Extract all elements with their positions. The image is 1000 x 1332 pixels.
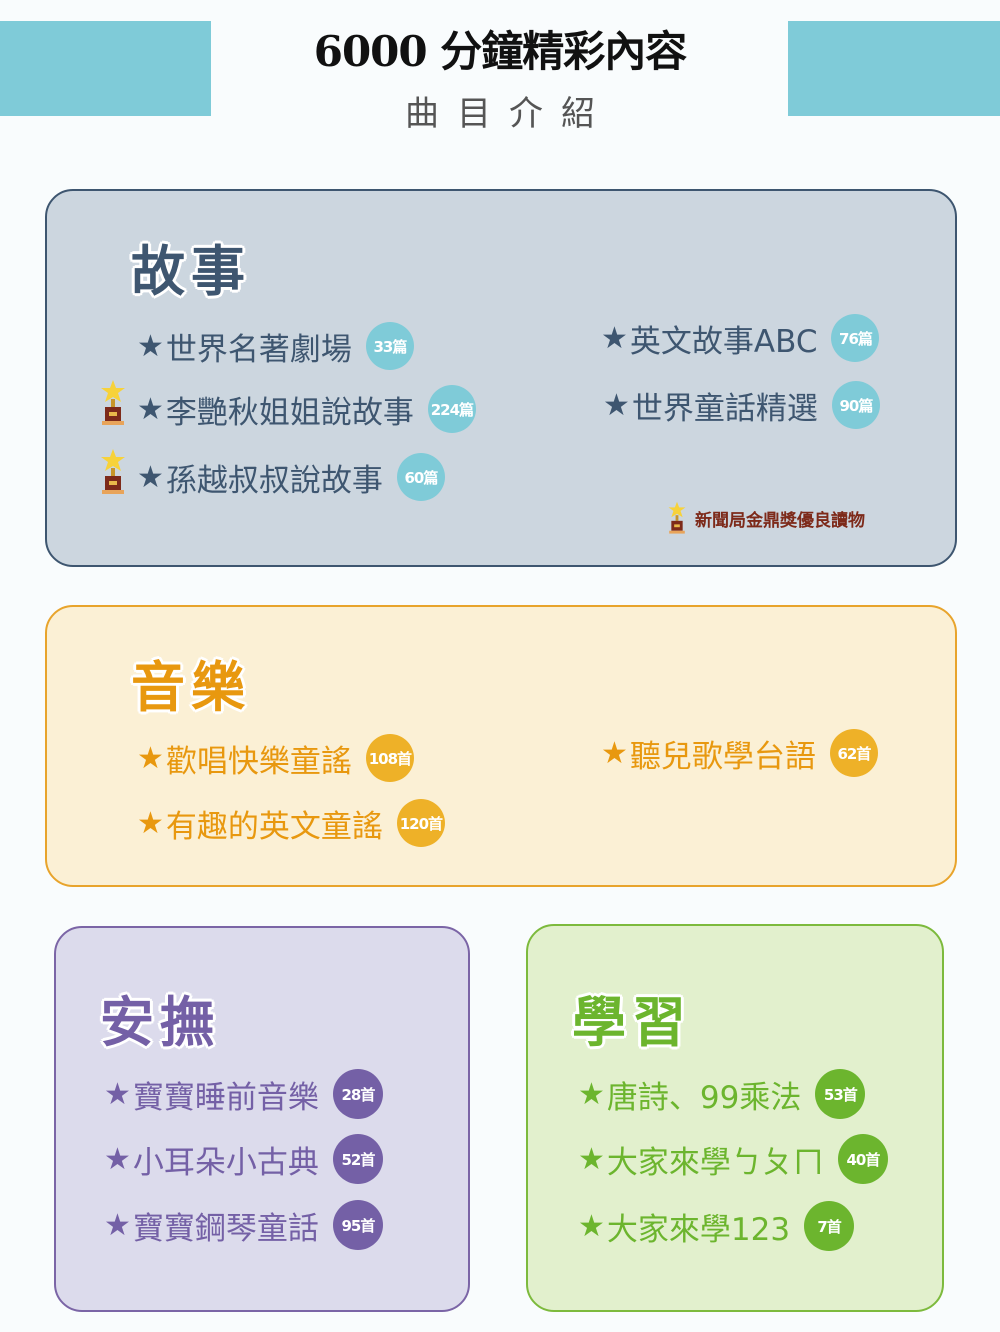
star-icon: ★ bbox=[137, 459, 164, 495]
star-icon: ★ bbox=[578, 1076, 605, 1112]
list-item: ★ 聽兒歌學台語 62首 bbox=[601, 729, 878, 777]
star-icon: ★ bbox=[104, 1141, 131, 1177]
item-label: 歡唱快樂童謠 bbox=[165, 743, 352, 780]
trophy-icon bbox=[101, 449, 125, 494]
list-item: ★ 寶寶睡前音樂 28首 bbox=[104, 1069, 383, 1119]
count-badge: 33篇 bbox=[365, 322, 414, 370]
item-label: 寶寶鋼琴童話 bbox=[132, 1210, 319, 1247]
item-label: 有趣的英文童謠 bbox=[165, 808, 383, 845]
count-badge: 108首 bbox=[365, 734, 414, 782]
item-label: 英文故事ABC bbox=[629, 323, 818, 360]
item-label: 李艷秋姐姐說故事 bbox=[165, 394, 414, 431]
list-item: ★ 寶寶鋼琴童話 95首 bbox=[104, 1200, 383, 1250]
award-note: 新聞局金鼎獎優良讀物 bbox=[667, 501, 865, 535]
list-item: ★ 世界名著劇場 33篇 bbox=[137, 322, 414, 370]
item-label: 聽兒歌學台語 bbox=[629, 738, 816, 775]
section-title: 安撫 bbox=[100, 991, 220, 1054]
list-item: ★ 孫越叔叔說故事 60篇 bbox=[137, 453, 445, 501]
item-label: 小耳朵小古典 bbox=[132, 1144, 319, 1181]
list-item: ★ 李艷秋姐姐說故事 224篇 bbox=[137, 385, 476, 433]
page-subtitle: 曲目介紹 bbox=[405, 94, 613, 134]
page-title: 6000 分鐘精彩內容 bbox=[313, 27, 688, 76]
count-badge: 52首 bbox=[332, 1134, 383, 1184]
list-item: ★ 大家來學ㄅㄆㄇ 40首 bbox=[578, 1134, 888, 1184]
count-badge: 76篇 bbox=[831, 314, 880, 362]
list-item: ★ 有趣的英文童謠 120首 bbox=[137, 799, 445, 847]
section-title: 音樂 bbox=[131, 656, 251, 719]
item-label: 大家來學ㄅㄆㄇ bbox=[606, 1144, 824, 1181]
decorative-bar-right bbox=[788, 21, 1000, 116]
list-item: ★ 小耳朵小古典 52首 bbox=[104, 1134, 383, 1184]
section-music: 音樂 ★ 歡唱快樂童謠 108首 ★ 有趣的英文童謠 120首 ★ 聽兒歌學台語… bbox=[45, 605, 957, 887]
count-badge: 28首 bbox=[332, 1069, 383, 1119]
star-icon: ★ bbox=[104, 1207, 131, 1243]
trophy-icon bbox=[668, 501, 686, 534]
star-icon: ★ bbox=[137, 328, 164, 364]
list-item: ★ 唐詩、99乘法 53首 bbox=[578, 1069, 866, 1119]
count-badge: 53首 bbox=[815, 1069, 866, 1119]
item-label: 世界童話精選 bbox=[631, 390, 818, 427]
count-badge: 120首 bbox=[396, 799, 445, 847]
list-item: ★ 大家來學123 7首 bbox=[578, 1201, 855, 1251]
star-icon: ★ bbox=[578, 1208, 605, 1244]
star-icon: ★ bbox=[137, 740, 164, 776]
list-item: ★ 英文故事ABC 76篇 bbox=[601, 314, 880, 362]
item-label: 寶寶睡前音樂 bbox=[132, 1079, 319, 1116]
item-label: 唐詩、99乘法 bbox=[606, 1079, 802, 1116]
star-icon: ★ bbox=[601, 735, 628, 771]
section-title: 故事 bbox=[131, 240, 251, 303]
count-badge: 224篇 bbox=[427, 385, 476, 433]
count-badge: 95首 bbox=[332, 1200, 383, 1250]
list-item: ★ 歡唱快樂童謠 108首 bbox=[137, 734, 414, 782]
section-title: 學習 bbox=[572, 991, 692, 1054]
section-learn: 學習 ★ 唐詩、99乘法 53首 ★ 大家來學ㄅㄆㄇ 40首 ★ 大家來學123… bbox=[526, 924, 944, 1312]
section-story: 故事 ★ 世界名著劇場 33篇 ★ 李艷秋姐姐說故事 224篇 ★ 孫越叔叔說故… bbox=[45, 189, 957, 567]
star-icon: ★ bbox=[603, 387, 630, 423]
item-label: 孫越叔叔說故事 bbox=[165, 462, 383, 499]
count-badge: 90篇 bbox=[831, 381, 880, 429]
item-label: 大家來學123 bbox=[606, 1211, 791, 1248]
star-icon: ★ bbox=[137, 805, 164, 841]
decorative-bar-left bbox=[0, 21, 211, 116]
star-icon: ★ bbox=[601, 320, 628, 356]
count-badge: 7首 bbox=[804, 1201, 855, 1251]
count-badge: 60篇 bbox=[396, 453, 445, 501]
trophy-icon bbox=[101, 380, 125, 425]
count-badge: 62首 bbox=[829, 729, 878, 777]
section-soothe: 安撫 ★ 寶寶睡前音樂 28首 ★ 小耳朵小古典 52首 ★ 寶寶鋼琴童話 95… bbox=[54, 926, 470, 1312]
star-icon: ★ bbox=[578, 1141, 605, 1177]
award-note-text: 新聞局金鼎獎優良讀物 bbox=[695, 510, 865, 531]
count-badge: 40首 bbox=[837, 1134, 888, 1184]
star-icon: ★ bbox=[137, 391, 164, 427]
list-item: ★ 世界童話精選 90篇 bbox=[603, 381, 880, 429]
star-icon: ★ bbox=[104, 1076, 131, 1112]
item-label: 世界名著劇場 bbox=[165, 331, 352, 368]
